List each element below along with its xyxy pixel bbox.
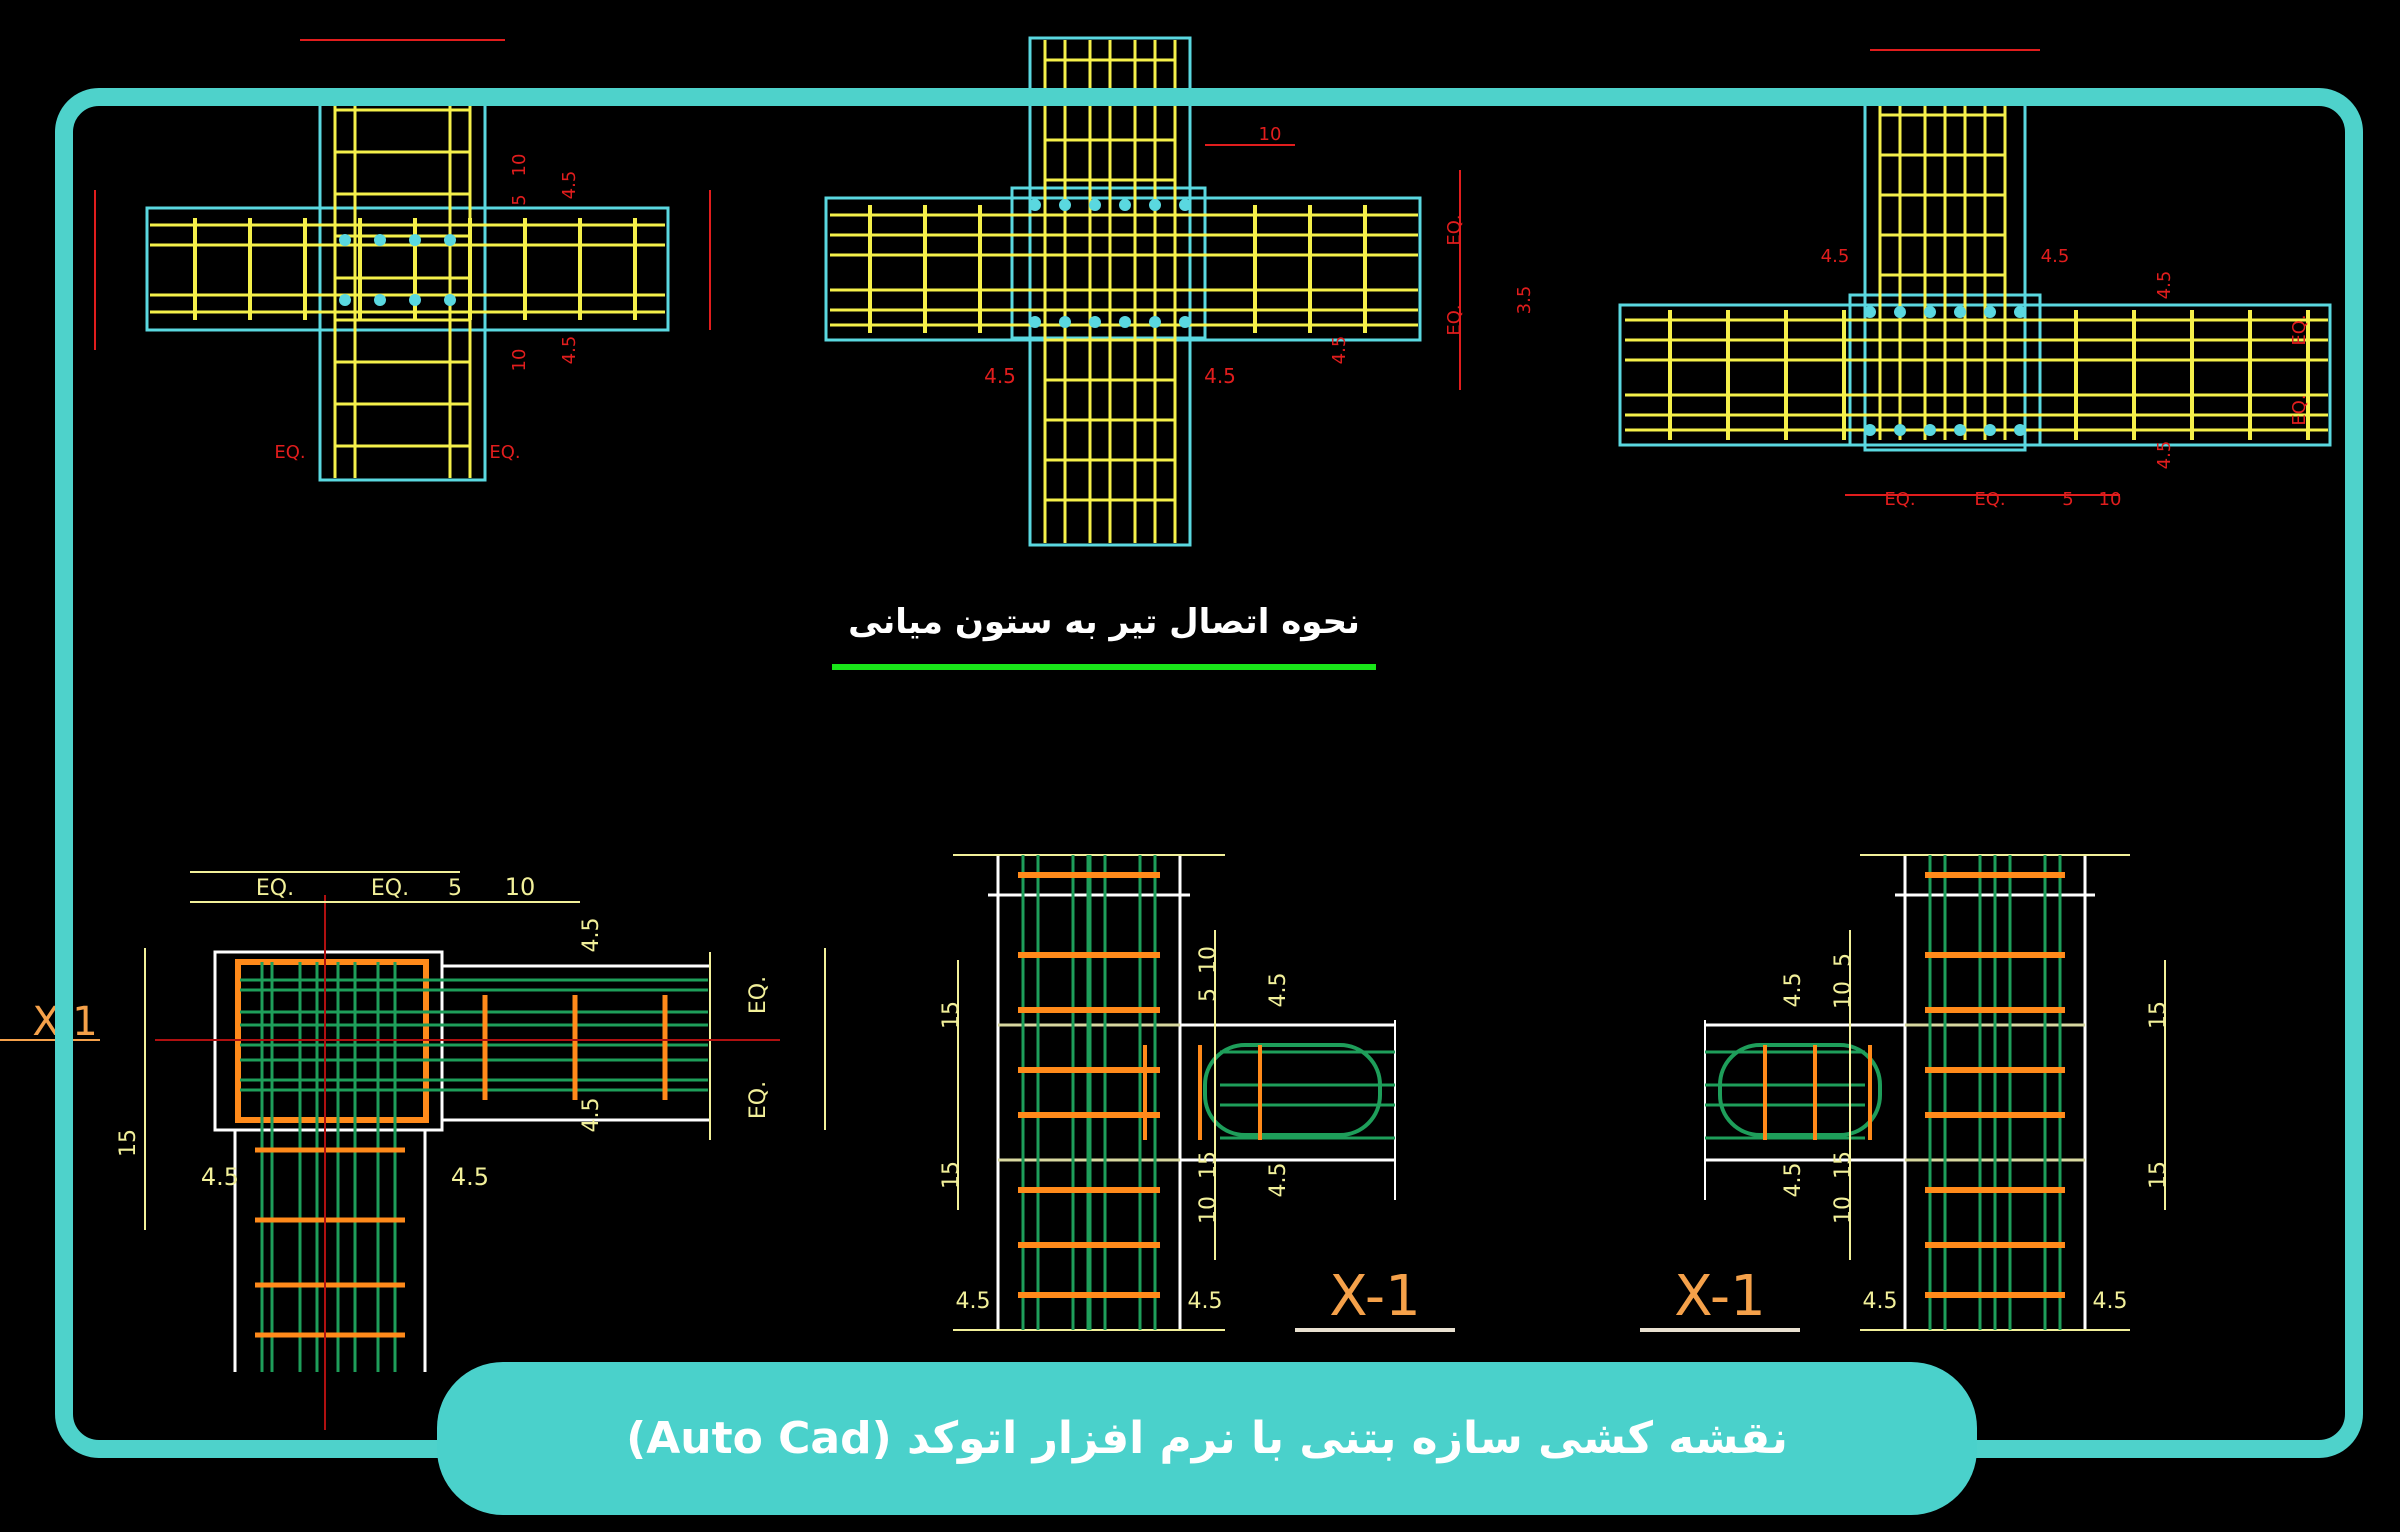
dimension-label: 15: [116, 1129, 141, 1157]
rebar-section: [339, 234, 351, 246]
rebar-section: [1029, 199, 1041, 211]
rebar-section: [1029, 316, 1041, 328]
dimension-label: 4.5: [1266, 973, 1291, 1008]
teal-frame: [55, 88, 2363, 1458]
dimension-label: 15: [1831, 1151, 1856, 1179]
rebar-section: [2014, 424, 2026, 436]
dimension-label: 3.5: [1514, 286, 1535, 315]
dimension-label: EQ.: [1974, 489, 2005, 510]
dimension-label: 15: [939, 1161, 964, 1189]
dimension-label: 10: [509, 154, 530, 177]
dimension-label: 4.5: [451, 1163, 489, 1191]
dimension-label: 10: [1196, 1196, 1221, 1224]
rebar-section: [1149, 199, 1161, 211]
dimension-label: 4.5: [559, 336, 580, 365]
rebar-section: [1954, 424, 1966, 436]
beam-stirrup-loop: [1718, 1043, 1882, 1137]
rebar-section: [1059, 199, 1071, 211]
rebar-section: [1984, 424, 1996, 436]
rebar-section: [1089, 316, 1101, 328]
rebar-section: [339, 294, 351, 306]
dimension-label: 4.5: [579, 918, 604, 953]
dimension-label: 4.5: [1266, 1163, 1291, 1198]
dimension-label: 15: [939, 1001, 964, 1029]
rebar-section: [374, 294, 386, 306]
dimension-label: 4.5: [559, 171, 580, 200]
rebar-section: [1984, 306, 1996, 318]
dimension-label: 4.5: [2041, 246, 2070, 267]
dimension-label: 10: [1259, 124, 1282, 145]
dimension-label: 10: [1196, 946, 1221, 974]
rebar-section: [1179, 316, 1191, 328]
dimension-label: EQ.: [1884, 489, 1915, 510]
banner-text: نقشه کشی سازه بتنی با نرم افزار اتوکد (A…: [626, 1413, 1788, 1464]
dimension-label: EQ.: [746, 1081, 771, 1119]
rebar-section: [1119, 199, 1131, 211]
dimension-label: 5: [509, 194, 530, 205]
dimension-label: 4.5: [1188, 1289, 1223, 1314]
rebar-section: [409, 294, 421, 306]
dimension-label: EQ.: [1444, 304, 1465, 335]
dimension-label: EQ.: [746, 976, 771, 1014]
dimension-label: 4.5: [1329, 336, 1350, 365]
dimension-label: 15: [1196, 1151, 1221, 1179]
beam-outline: [145, 206, 670, 332]
rebar-section: [1924, 306, 1936, 318]
dimension-label: 10: [1831, 981, 1856, 1009]
dimension-label: 15: [2146, 1001, 2171, 1029]
dimension-label: 4.5: [1781, 1163, 1806, 1198]
dimension-label: 10: [1831, 1196, 1856, 1224]
title-underline: [832, 664, 1376, 670]
rebar-section: [1059, 316, 1071, 328]
dimension-label: 4.5: [1863, 1289, 1898, 1314]
rebar-section: [1954, 306, 1966, 318]
rebar-section: [1149, 316, 1161, 328]
section-label: X-1: [1329, 1264, 1420, 1329]
rebar-section: [1894, 424, 1906, 436]
rebar-section: [1864, 306, 1876, 318]
dimension-label: 10: [505, 873, 536, 901]
dimension-label: EQ.: [371, 876, 409, 901]
dimension-label: 4.5: [201, 1163, 239, 1191]
dimension-label: EQ.: [1444, 214, 1465, 245]
section-label: X-1: [1674, 1264, 1765, 1329]
rebar-section: [1924, 424, 1936, 436]
rebar-section: [1089, 199, 1101, 211]
dimension-label: 4.5: [579, 1098, 604, 1133]
dimension-label: EQ.: [256, 876, 294, 901]
rebar-section: [2014, 306, 2026, 318]
beam-stirrup-loop: [1203, 1043, 1382, 1137]
dimension-label: 5: [2062, 489, 2073, 510]
rebar-section: [1894, 306, 1906, 318]
rebar-section: [444, 234, 456, 246]
dimension-label: 4.5: [1781, 973, 1806, 1008]
dimension-label: 10: [2099, 489, 2122, 510]
rebar-section: [409, 234, 421, 246]
rebar-section: [374, 234, 386, 246]
dimension-label: 10: [509, 349, 530, 372]
dimension-label: 4.5: [1821, 246, 1850, 267]
dimension-label: 4.5: [2154, 271, 2175, 300]
dimension-label: 4.5: [2093, 1289, 2128, 1314]
dimension-label: EQ.: [274, 442, 305, 463]
dimension-label: 4.5: [1204, 364, 1236, 388]
rebar-section: [1119, 316, 1131, 328]
rebar-section: [1179, 199, 1191, 211]
dimension-label: EQ.: [2289, 314, 2310, 345]
dimension-label: 15: [2146, 1161, 2171, 1189]
rebar-section: [1864, 424, 1876, 436]
dimension-label: EQ.: [489, 442, 520, 463]
drawing-title: نحوه اتصال تیر به ستون میانی: [848, 602, 1360, 642]
dimension-label: EQ.: [2289, 394, 2310, 425]
dimension-label: 4.5: [956, 1289, 991, 1314]
dimension-label: 4.5: [984, 364, 1016, 388]
dimension-label: 4.5: [2154, 441, 2175, 470]
dimension-label: 5: [448, 876, 462, 901]
rebar-section: [444, 294, 456, 306]
caption-banner: نقشه کشی سازه بتنی با نرم افزار اتوکد (A…: [437, 1362, 1977, 1515]
